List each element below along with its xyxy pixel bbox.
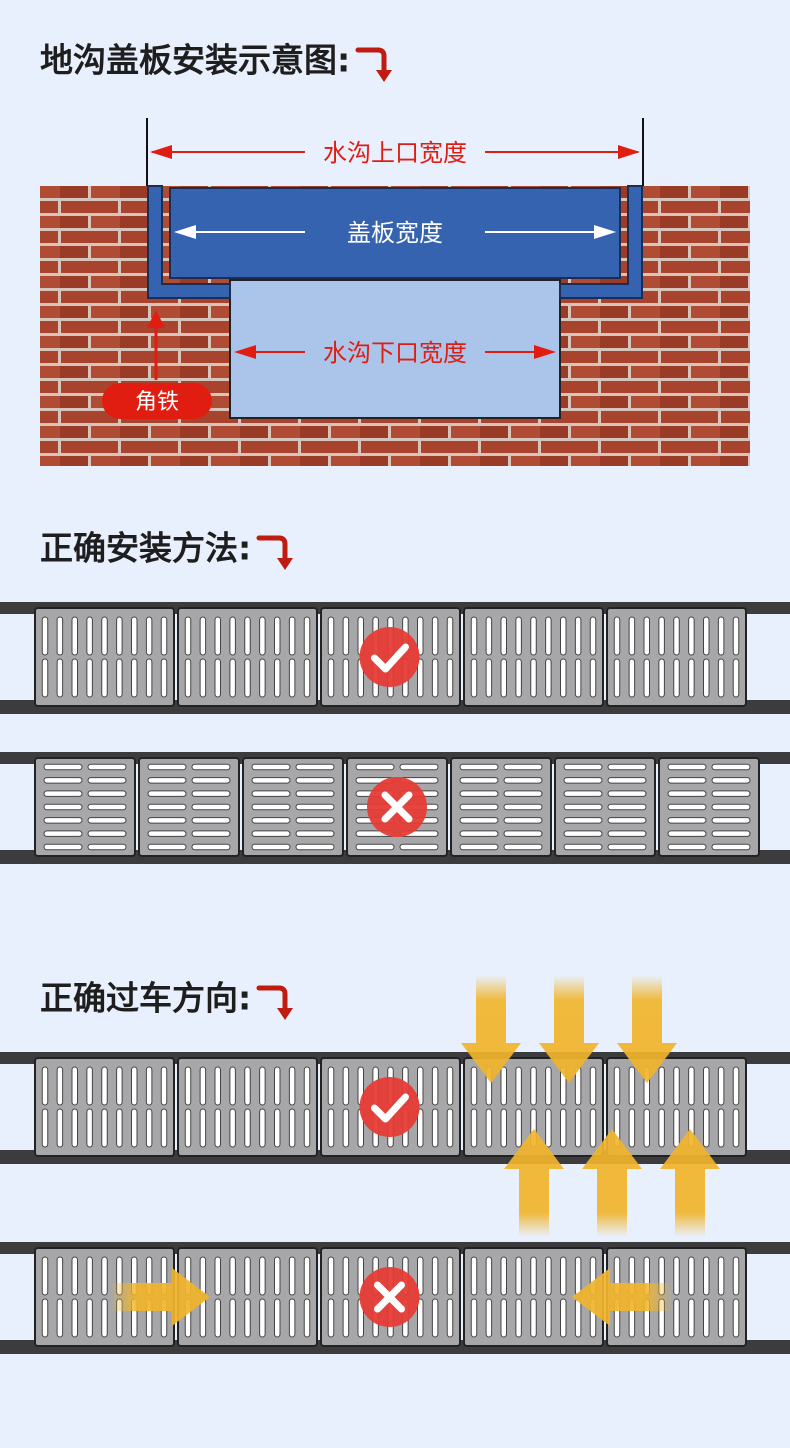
grate	[554, 757, 656, 857]
angle-iron-badge	[102, 383, 212, 419]
install-wrong-row	[0, 746, 790, 870]
grate	[606, 607, 747, 707]
down-arrow-icon	[461, 975, 521, 1083]
cross-icon	[367, 777, 427, 837]
right-arrow-icon	[110, 1268, 210, 1326]
grate	[34, 757, 136, 857]
traffic-wrong-row	[0, 1236, 790, 1360]
cover-width-label: 盖板宽度	[347, 219, 443, 247]
traffic-correct-row	[0, 1046, 790, 1170]
angle-iron-left	[147, 185, 231, 299]
grate	[138, 757, 240, 857]
angle-iron-label: 角铁	[135, 390, 179, 415]
hook-arrow-icon	[256, 535, 294, 570]
left-arrow-icon	[572, 1268, 672, 1326]
up-arrow-icon	[504, 1129, 564, 1237]
along-row-arrows-overlay	[110, 1268, 672, 1326]
install-heading: 正确安装方法:	[40, 526, 294, 574]
down-arrow-icon	[617, 975, 677, 1083]
hook-arrow-icon	[355, 47, 393, 82]
grate	[242, 757, 344, 857]
grate	[34, 1057, 175, 1157]
bottom-width-label: 水沟下口宽度	[323, 339, 467, 367]
down-arrow-icon	[539, 975, 599, 1083]
install-heading-text: 正确安装方法:	[40, 528, 252, 568]
up-arrow-icon	[582, 1129, 642, 1237]
grate	[34, 607, 175, 707]
check-icon	[359, 1077, 420, 1137]
check-icon	[359, 627, 420, 687]
trench-cover-diagram: 水沟上口宽度 盖板宽度 水沟下口宽度 角铁	[40, 118, 750, 466]
grate	[658, 757, 760, 857]
up-arrow-icon	[660, 1129, 720, 1237]
grate	[450, 757, 552, 857]
traffic-heading-text: 正确过车方向:	[40, 978, 252, 1018]
angle-iron-pointer-icon	[147, 310, 165, 328]
channel-bottom	[229, 279, 561, 419]
install-correct-row	[0, 596, 790, 720]
cross-icon	[359, 1267, 420, 1327]
diagram-heading: 地沟盖板安装示意图:	[40, 38, 393, 86]
top-width-label: 水沟上口宽度	[323, 139, 467, 167]
diagram-heading-text: 地沟盖板安装示意图:	[40, 40, 351, 80]
hook-arrow-icon	[256, 985, 294, 1020]
traffic-heading: 正确过车方向:	[40, 976, 294, 1024]
traffic-arrows-overlay	[461, 975, 720, 1237]
grate	[463, 607, 604, 707]
grate	[177, 1057, 318, 1157]
grate	[606, 1057, 747, 1157]
grate	[177, 607, 318, 707]
